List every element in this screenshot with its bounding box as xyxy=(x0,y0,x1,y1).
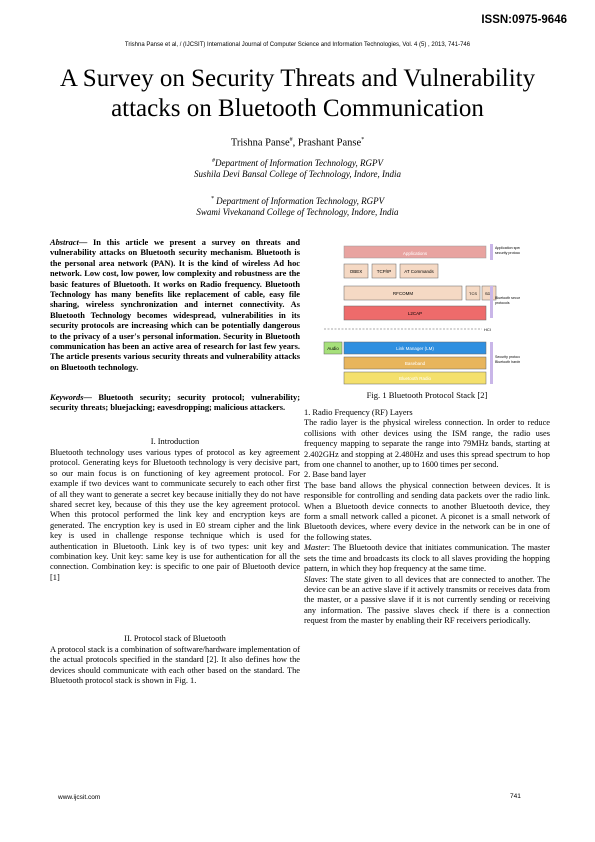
figure-caption: Fig. 1 Bluetooth Protocol Stack [2] xyxy=(366,390,488,400)
title-line-2: attacks on Bluetooth Communication xyxy=(111,95,484,122)
rfcomm-label: RFCOMM xyxy=(393,291,413,296)
bracket-hardware xyxy=(490,342,493,384)
bracket-application xyxy=(490,244,493,260)
keywords-label: Keywords xyxy=(50,393,84,402)
l2cap-layer xyxy=(343,305,487,321)
radio-layer xyxy=(343,371,487,385)
slaves-paragraph: Slaves: The state given to all devices t… xyxy=(304,575,550,627)
baseband-layer xyxy=(343,356,487,370)
protocol-stack-body: A protocol stack is a combination of sof… xyxy=(50,645,300,686)
audio-label: Audio xyxy=(327,346,339,351)
introduction-body: Bluetooth technology uses various types … xyxy=(50,448,300,582)
title-line-1: A Survey on Security Threats and Vulnera… xyxy=(59,65,536,92)
at-commands-label: AT Commands xyxy=(404,269,434,274)
affiliation-1-mark: # xyxy=(212,158,216,164)
master-label: Master xyxy=(304,543,328,553)
radio-layer-heading: 1. Radio Frequency (RF) Layers xyxy=(304,408,413,417)
affiliation-1-line-2: Sushila Devi Bansal College of Technolog… xyxy=(193,169,402,179)
bluetooth-protocol-stack-figure: Applications OBEX TCP/IP AT Commands RFC… xyxy=(323,244,520,385)
author-2-mark: * xyxy=(361,137,365,143)
affiliation-1-line-1: Department of Information Technology, RG… xyxy=(215,158,383,168)
footer-page-number: 741 xyxy=(510,793,521,800)
tcs-label: TCS xyxy=(469,291,477,296)
obex-label: OBEX xyxy=(350,269,363,274)
affiliation-2-line-1: Department of Information Technology, RG… xyxy=(213,196,385,206)
keywords: Keywords— Bluetooth security; security p… xyxy=(50,393,300,414)
running-head: Trishna Panse et al, / (IJCSIT) Internat… xyxy=(124,42,471,48)
paper-title: A Survey on Security Threats and Vulnera… xyxy=(40,64,555,124)
hci-label: HCI xyxy=(484,327,491,332)
master-body: : The Bluetooth device that initiates co… xyxy=(304,543,550,574)
link-manager-label: Link Manager (LM) xyxy=(396,346,434,351)
section-heading-protocol-stack: II. Protocol stack of Bluetooth xyxy=(124,634,226,643)
applications-layer xyxy=(343,245,487,259)
radio-label: Bluetooth Radio xyxy=(399,376,432,381)
author-separator: , xyxy=(292,137,298,149)
abstract-label: Abstract xyxy=(50,238,79,247)
applications-label: Applications xyxy=(403,251,428,256)
right-column-text: 1. Radio Frequency (RF) Layers The radio… xyxy=(304,408,550,627)
slaves-body: : The state given to all devices that ar… xyxy=(304,574,550,626)
tcpip-label: TCP/IP xyxy=(377,269,392,274)
bracket-protocols xyxy=(490,286,493,318)
baseband-heading: 2. Base band layer xyxy=(304,470,366,480)
obex-box xyxy=(343,263,369,279)
author-2: Prashant Panse xyxy=(297,137,362,149)
tcpip-box xyxy=(371,263,397,279)
audio-box xyxy=(323,341,343,355)
slaves-label: Slaves xyxy=(304,574,326,584)
abstract-text: — In this article we present a survey on… xyxy=(50,238,300,372)
at-commands-box xyxy=(399,263,439,279)
rfcomm-box xyxy=(343,285,463,301)
master-paragraph: Master: The Bluetooth device that initia… xyxy=(304,543,550,574)
radio-layer-body: The radio layer is the physical wireless… xyxy=(304,418,550,470)
l2cap-label: L2CAP xyxy=(408,311,422,316)
author-1: Trishna Panse xyxy=(230,137,290,149)
baseband-label: Baseband xyxy=(405,361,426,366)
abstract: Abstract— In this article we present a s… xyxy=(50,238,300,373)
keywords-text: — Bluetooth security; security protocol;… xyxy=(50,393,300,413)
section-heading-introduction: I. Introduction xyxy=(150,437,200,446)
affiliation-2: * Department of Information Technology, … xyxy=(0,194,595,218)
affiliation-1: #Department of Information Technology, R… xyxy=(0,156,595,180)
affiliation-2-line-2: Swami Vivekanand College of Technology, … xyxy=(196,207,399,217)
tcs-box xyxy=(465,285,481,301)
footer-url: www.ijcsit.com xyxy=(58,794,101,801)
sdp-label: SDP xyxy=(485,291,494,296)
baseband-body: The base band allows the physical connec… xyxy=(304,480,550,542)
authors: Trishna Panse#, Prashant Panse* xyxy=(0,137,595,149)
affiliation-2-mark: * xyxy=(210,196,214,202)
link-manager-layer xyxy=(343,341,487,355)
author-1-mark: # xyxy=(289,137,293,143)
issn: ISSN:0975-9646 xyxy=(481,14,567,26)
side-label-application: Application specificsecurity protocol xyxy=(495,246,520,255)
